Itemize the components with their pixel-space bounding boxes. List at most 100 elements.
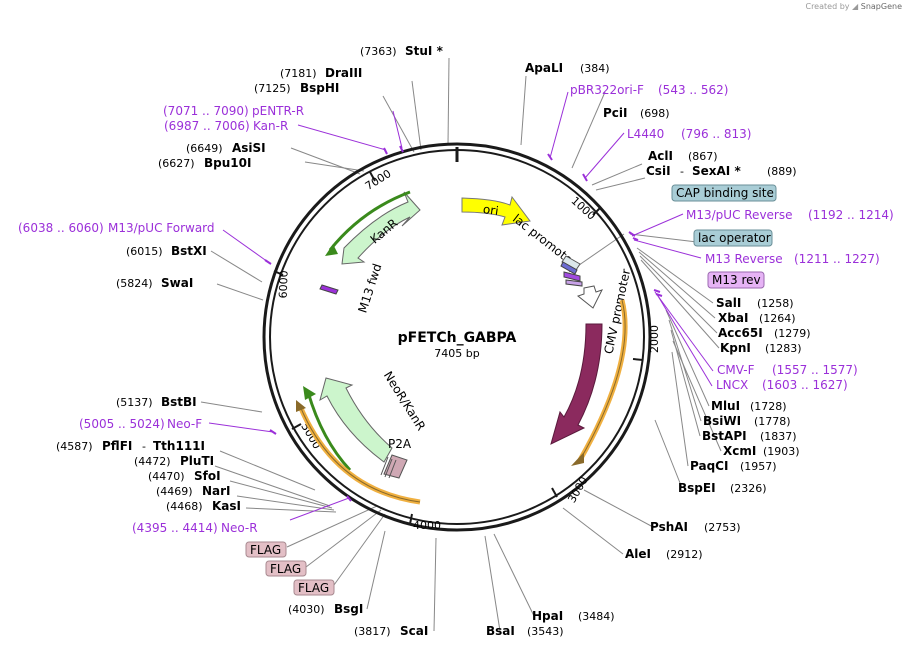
neor-feature[interactable]	[319, 377, 393, 463]
site-bstapi[interactable]: BstAPI	[702, 429, 747, 443]
svg-text:(1957): (1957)	[740, 460, 777, 473]
site-kpni[interactable]: KpnI	[720, 341, 751, 355]
hsv-tk-feature[interactable]	[550, 323, 603, 445]
site-bsgi[interactable]: BsgI	[334, 602, 363, 616]
site-acli[interactable]: AclI	[648, 149, 673, 163]
site-bstxi[interactable]: BstXI	[171, 244, 207, 258]
svg-text:(4469): (4469)	[156, 485, 193, 498]
svg-text:(867): (867)	[688, 150, 718, 163]
primer-pentr-r[interactable]: pENTR-R	[252, 104, 304, 118]
site-asisi[interactable]: AsiSI	[232, 141, 266, 155]
m13-rev-box[interactable]: M13 rev	[707, 271, 765, 289]
primer-neo-r[interactable]: Neo-R	[221, 521, 258, 535]
svg-text:(1603 .. 1627): (1603 .. 1627)	[762, 378, 848, 392]
svg-text:(5824): (5824)	[116, 277, 153, 290]
site-csii[interactable]: CsiI	[646, 164, 671, 178]
cmv-promoter-feature[interactable]	[576, 285, 603, 309]
site-xcmi[interactable]: XcmI	[723, 444, 756, 458]
ori-feature[interactable]	[461, 195, 531, 226]
site-bsphi[interactable]: BspHI	[300, 81, 339, 95]
site-scai[interactable]: ScaI	[400, 624, 428, 638]
ori-label: ori	[482, 202, 499, 218]
primer-neo-f[interactable]: Neo-F	[167, 417, 202, 431]
svg-text:(1279): (1279)	[774, 327, 811, 340]
site-apali[interactable]: ApaLI	[525, 61, 563, 75]
svg-text:(3484): (3484)	[578, 610, 615, 623]
svg-text:(2326): (2326)	[730, 482, 767, 495]
primer-cmv-f[interactable]: CMV-F	[717, 363, 755, 377]
site-pcii[interactable]: PciI	[603, 106, 628, 120]
tick-2000: 2000	[648, 325, 661, 353]
primer-lncx[interactable]: LNCX	[716, 378, 748, 392]
site-tth111i[interactable]: Tth111I	[153, 439, 205, 453]
flag-box-2[interactable]: FLAG	[265, 560, 307, 577]
site-hpai[interactable]: HpaI	[532, 609, 563, 623]
primer-m13-puc-reverse[interactable]: M13/pUC Reverse	[686, 208, 793, 222]
plasmid-length: 7405 bp	[434, 347, 479, 360]
site-sali[interactable]: SalI	[716, 296, 741, 310]
site-mlui[interactable]: MluI	[711, 399, 740, 413]
cap-binding-site-label: CAP binding site	[676, 186, 774, 200]
site-pluti[interactable]: PluTI	[180, 454, 214, 468]
tick-marks	[273, 171, 644, 525]
cap-binding-site-box[interactable]: CAP binding site	[671, 184, 777, 202]
flag-box-1[interactable]: FLAG	[245, 541, 287, 558]
tick-3000: 3000	[565, 474, 590, 505]
site-xbai[interactable]: XbaI	[718, 311, 748, 325]
flag-box-3[interactable]: FLAG	[293, 579, 335, 596]
primer-leader-lines	[208, 91, 714, 521]
svg-text:(6649): (6649)	[186, 142, 223, 155]
credit-brand: SnapGene	[860, 2, 902, 11]
tick-6000: 6000	[277, 270, 291, 298]
svg-text:(7071 .. 7090): (7071 .. 7090)	[163, 104, 249, 118]
site-bsiwi[interactable]: BsiWI	[703, 414, 741, 428]
kanr-feature[interactable]	[341, 191, 421, 265]
site-alei[interactable]: AleI	[625, 547, 651, 561]
site-pflfi[interactable]: PflFI	[102, 439, 132, 453]
credit-prefix: Created by	[805, 2, 850, 11]
svg-text:(7125): (7125)	[254, 82, 291, 95]
site-nari[interactable]: NarI	[202, 484, 231, 498]
site-kasi[interactable]: KasI	[212, 499, 241, 513]
backbone-outer	[262, 142, 652, 532]
m13-fwd-label: M13 fwd	[355, 262, 384, 315]
primer-kan-r[interactable]: Kan-R	[253, 119, 288, 133]
p2a-feature[interactable]	[380, 454, 408, 479]
m13-fwd-feature[interactable]	[319, 284, 339, 295]
tick-7000: 7000	[363, 167, 394, 193]
site-sexai[interactable]: SexAI *	[692, 164, 741, 178]
primer-m13-reverse[interactable]: M13 Reverse	[705, 252, 783, 266]
lac-operator-box[interactable]: lac operator	[693, 229, 773, 247]
site-acc65i[interactable]: Acc65I	[718, 326, 763, 340]
site-draiii[interactable]: DraIII	[325, 66, 362, 80]
svg-text:(543 .. 562): (543 .. 562)	[658, 83, 728, 97]
svg-text:(7363): (7363)	[360, 45, 397, 58]
site-bstbi[interactable]: BstBI	[161, 395, 197, 409]
m13-rev-label: M13 rev	[712, 273, 761, 287]
svg-text:(889): (889)	[767, 165, 797, 178]
site-stui[interactable]: StuI *	[405, 44, 444, 58]
lac-promoter-feature[interactable]	[560, 255, 583, 287]
site-pshai[interactable]: PshAI	[650, 520, 688, 534]
primer-m13-puc-forward[interactable]: M13/pUC Forward	[108, 221, 215, 235]
leader-lines	[200, 57, 722, 632]
snapgene-logo-icon: ◢	[852, 2, 859, 11]
neor-label: NeoR/KanR	[381, 369, 428, 433]
svg-text:(4587): (4587)	[56, 440, 93, 453]
site-bsai[interactable]: BsaI	[486, 624, 515, 638]
svg-text:-: -	[680, 165, 684, 178]
svg-text:(384): (384)	[580, 62, 610, 75]
svg-text:(4395 .. 4414): (4395 .. 4414)	[132, 521, 218, 535]
site-paqci[interactable]: PaqCI	[690, 459, 728, 473]
svg-text:(1192 .. 1214): (1192 .. 1214)	[808, 208, 894, 222]
primer-l4440[interactable]: L4440	[627, 127, 664, 141]
svg-text:(1258): (1258)	[757, 297, 794, 310]
site-sfoi[interactable]: SfoI	[194, 469, 221, 483]
site-swai[interactable]: SwaI	[161, 276, 193, 290]
svg-text:(1283): (1283)	[765, 342, 802, 355]
site-bpu10i[interactable]: Bpu10I	[204, 156, 251, 170]
site-bspei[interactable]: BspEI	[678, 481, 716, 495]
primer-pbr322ori-f[interactable]: pBR322ori-F	[570, 83, 644, 97]
flag-label-2: FLAG	[270, 562, 301, 576]
